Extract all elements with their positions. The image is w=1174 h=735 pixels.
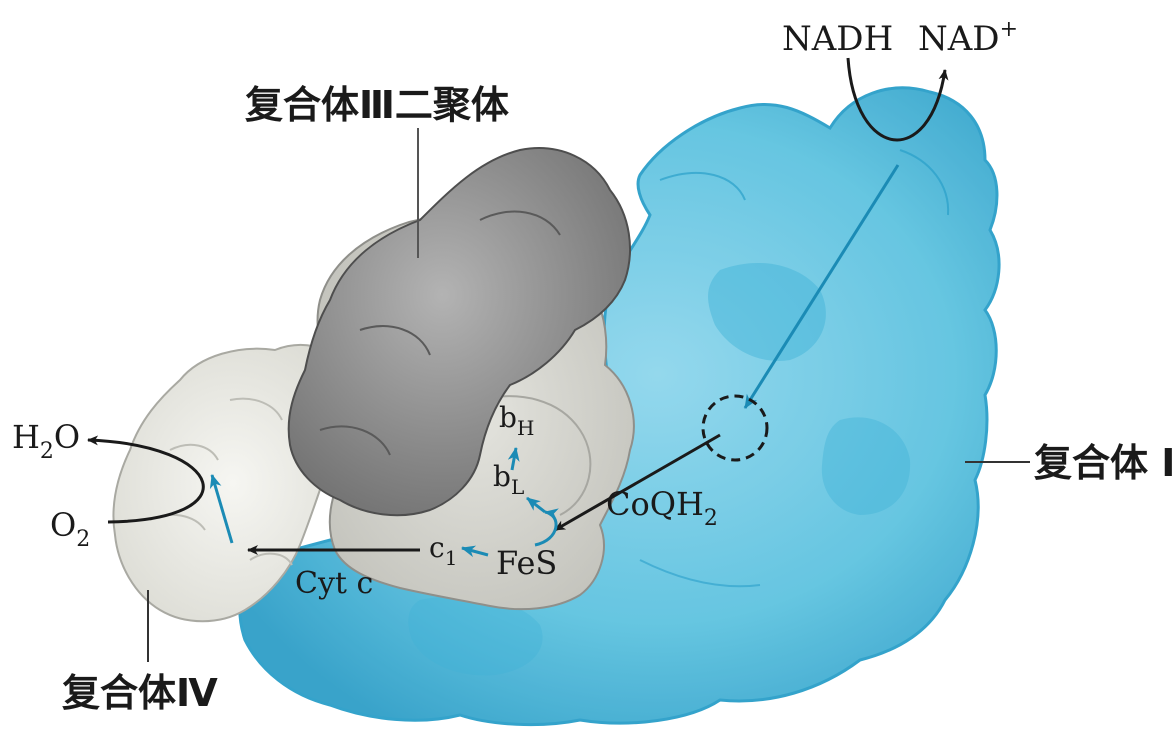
bl-to-bh-arrow [507,447,520,471]
coq-binding-site-circle [701,394,769,462]
o2-label: O2 [50,506,90,552]
complex-4-internal-arrow [209,474,234,544]
c1-label: c1 [429,531,457,570]
bh-label: bH [499,401,534,440]
cytc-label: Cyt c [295,566,373,601]
complex-3-dimer-label: 复合体Ⅲ二聚体 [245,83,509,127]
nad-plus-label: NAD+ [918,17,1018,59]
oxygen-reduction-curve [87,435,205,524]
nadh-electron-arrow [743,164,900,409]
nadh-conversion-curve [846,57,949,142]
fes-label: FeS [496,544,557,582]
coq-to-bl-arrow [526,496,546,514]
complex-3-dark-shape [287,147,631,517]
bl-label: bL [493,460,524,499]
fes-loop-arrow [534,508,559,547]
h2o-label: H2O [12,418,80,464]
nadh-label: NADH [782,19,893,59]
coqh2-arrow [554,433,721,532]
fes-to-c1-arrow [461,545,489,558]
complex-4-label: 复合体Ⅳ [62,671,218,715]
coqh2-label: CoQH2 [606,485,718,531]
complex-1-label: 复合体 I [1034,441,1174,485]
